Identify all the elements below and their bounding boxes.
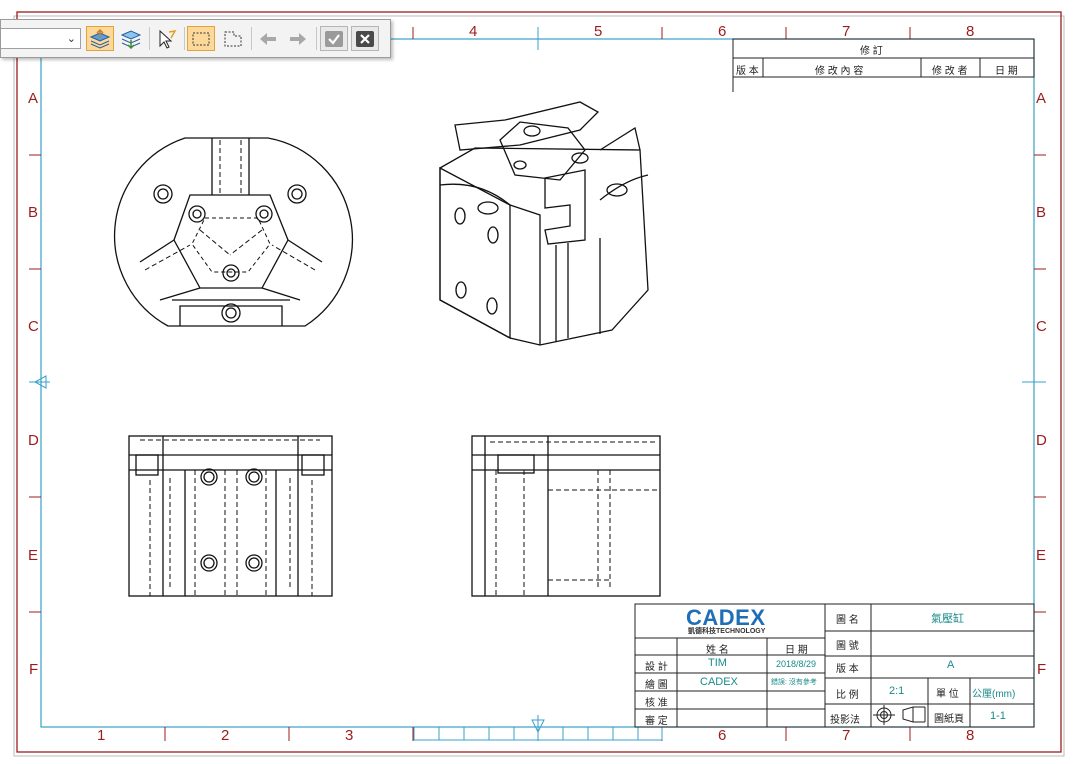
rectangle-select-icon	[192, 32, 210, 45]
layer-dropdown[interactable]: ⌄	[1, 28, 81, 49]
polygon-select-icon	[224, 31, 242, 46]
top-view-drawing	[113, 137, 353, 327]
row-label-design: 設 計	[645, 662, 668, 673]
accept-button[interactable]	[320, 26, 348, 51]
projection-symbol-icon	[873, 705, 926, 725]
drawing-name-value: 氣壓缸	[931, 613, 964, 625]
toolbar-separator	[251, 27, 252, 50]
next-button[interactable]	[284, 26, 312, 51]
chevron-down-icon: ⌄	[66, 32, 76, 45]
layer-down-icon	[120, 29, 142, 49]
toolbar-separator	[149, 27, 150, 50]
arrow-left-icon	[260, 32, 276, 45]
toolbar-separator	[184, 27, 185, 50]
page-value: 1-1	[990, 710, 1006, 722]
arrow-right-icon	[290, 32, 306, 45]
col-label-top: 4	[469, 23, 478, 40]
row-label-drafting: 繪 圖	[645, 680, 668, 691]
row-label-left: B	[28, 204, 39, 221]
col-label-top: 6	[718, 23, 727, 40]
col-label-bottom: 1	[97, 727, 106, 744]
row-label-review: 審 定	[645, 716, 668, 727]
unit-value: 公厘(mm)	[972, 689, 1016, 700]
row-label-right: D	[1036, 432, 1047, 449]
col-label-top: 8	[966, 23, 975, 40]
row-label-right: C	[1036, 318, 1047, 335]
previous-button[interactable]	[254, 26, 282, 51]
front-view-drawing	[128, 435, 333, 597]
polygon-select-button[interactable]	[219, 26, 247, 51]
unit-label: 單 位	[936, 689, 959, 700]
page-label: 圖紙頁	[934, 714, 964, 725]
scale-value: 2:1	[889, 685, 905, 697]
cancel-button[interactable]	[351, 26, 379, 51]
outer-border	[16, 11, 1062, 753]
row-label-right: A	[1036, 90, 1047, 107]
isometric-view-drawing	[439, 101, 649, 346]
toolbar-separator	[316, 27, 317, 50]
version-value: A	[947, 659, 955, 671]
col-label-top: 7	[842, 23, 851, 40]
scale-label: 比 例	[836, 690, 859, 701]
col-label-bottom: 8	[966, 727, 975, 744]
header-name: 姓 名	[706, 645, 729, 656]
col-label-bottom: 6	[718, 727, 727, 744]
select-button[interactable]	[152, 26, 180, 51]
header-date: 日 期	[785, 645, 808, 656]
company-logo: CADEX	[686, 605, 766, 630]
selection-toolbar: ⌄	[0, 19, 391, 58]
company-logo-subtitle: 凱德科技TECHNOLOGY	[688, 628, 766, 635]
col-label-bottom: 7	[842, 727, 851, 744]
col-label-bottom: 2	[221, 727, 230, 744]
row-label-approve: 核 准	[645, 698, 668, 709]
drawing-name-label: 圖 名	[836, 615, 859, 626]
revision-header-editor: 修 改 者	[932, 66, 968, 77]
row-label-left: E	[28, 547, 39, 564]
version-label: 版 本	[836, 664, 859, 675]
row-label-left: A	[28, 90, 39, 107]
layer-up-button[interactable]	[86, 26, 114, 51]
drawing-no-label: 圖 號	[836, 641, 859, 652]
layer-up-icon	[89, 28, 111, 49]
drafter-name: CADEX	[700, 676, 738, 688]
side-view-drawing	[471, 435, 661, 597]
drafting-date: 錯誤: 沒有參考	[771, 679, 817, 686]
row-label-left: C	[28, 318, 39, 335]
col-label-bottom: 3	[345, 727, 354, 744]
row-label-left: D	[28, 432, 39, 449]
design-date: 2018/8/29	[776, 659, 817, 669]
row-label-right: E	[1036, 547, 1047, 564]
row-label-left: F	[29, 661, 39, 678]
revision-header-date: 日 期	[995, 66, 1018, 77]
select-cursor-icon	[159, 29, 177, 49]
revision-title: 修 訂	[860, 46, 883, 57]
designer-name: TIM	[708, 657, 727, 669]
check-icon	[325, 30, 343, 47]
revision-header-version: 版 本	[736, 66, 759, 77]
row-label-right: F	[1037, 661, 1047, 678]
revision-header-content: 修 改 內 容	[815, 66, 864, 77]
row-label-right: B	[1036, 204, 1047, 221]
col-label-top: 5	[594, 23, 603, 40]
layer-down-button[interactable]	[117, 26, 145, 51]
close-icon	[356, 30, 374, 47]
projection-label: 投影法	[830, 715, 860, 726]
rectangle-select-button[interactable]	[187, 26, 215, 51]
